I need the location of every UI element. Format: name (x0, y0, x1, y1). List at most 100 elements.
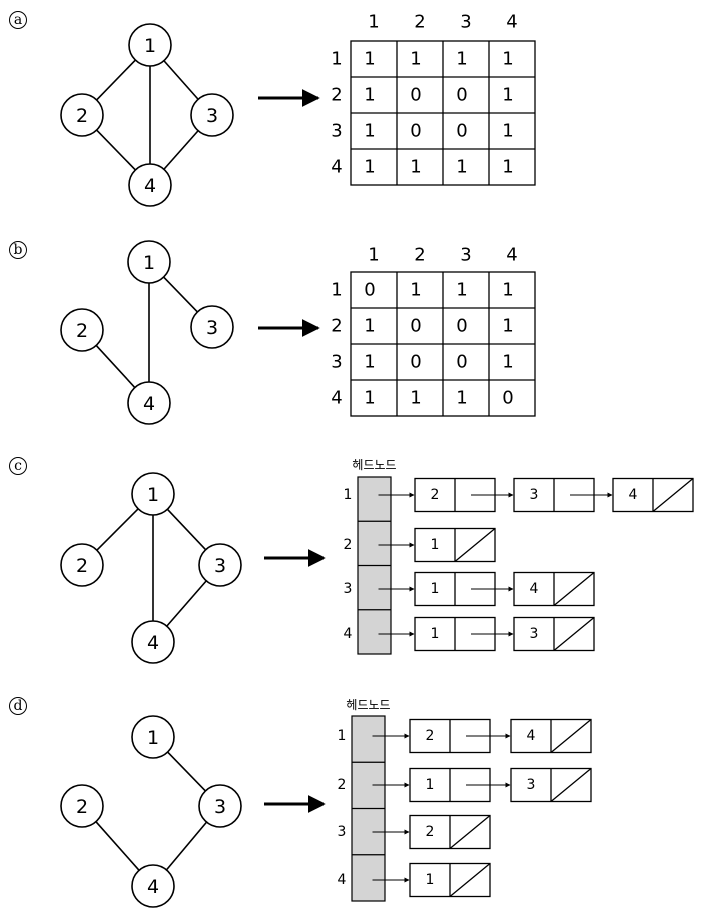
matrix-cell: 1 (410, 157, 421, 178)
node-circle (198, 784, 242, 828)
panel-marker-circle (9, 241, 27, 259)
graph-node-1: 1 (131, 715, 175, 759)
panel-marker-label: a (14, 12, 22, 28)
edge-1-3 (163, 276, 198, 313)
list-row-label: 4 (338, 872, 347, 888)
matrix-cell: 0 (456, 85, 467, 106)
matrix-cell: 1 (456, 49, 467, 70)
graph: 1 2 3 4 (60, 23, 234, 207)
panel-marker: c (9, 457, 27, 475)
panel-marker-circle (9, 457, 27, 475)
list-node-value: 3 (530, 487, 539, 503)
node-label: 2 (76, 320, 88, 342)
list-node-value: 3 (527, 777, 536, 793)
matrix-row-header: 2 (331, 85, 342, 106)
graph-node-2: 2 (60, 543, 104, 587)
matrix-cell: 1 (456, 280, 467, 301)
graph-node-4: 4 (131, 620, 175, 664)
node-circle (60, 308, 104, 352)
node-circle (190, 305, 234, 349)
matrix-col-header: 3 (460, 245, 471, 266)
node-label: 2 (76, 555, 88, 577)
matrix-cell: 1 (364, 316, 375, 337)
matrix-cell: 1 (502, 85, 513, 106)
matrix-cell: 1 (456, 157, 467, 178)
null-pointer-slash (449, 814, 491, 850)
panel-marker: a (9, 11, 27, 29)
list-node: 2 (409, 718, 511, 754)
matrix-cell: 1 (364, 85, 375, 106)
panel-marker-label: d (14, 698, 23, 714)
node-circle (60, 543, 104, 587)
node-label: 4 (147, 632, 159, 654)
node-circle (60, 93, 104, 137)
edge-3-4 (163, 130, 199, 170)
edge-3-4 (166, 580, 207, 627)
list-node-value: 1 (431, 581, 440, 597)
list-node-value: 4 (629, 487, 638, 503)
list-node-value: 4 (530, 581, 539, 597)
list-node-value: 2 (426, 728, 435, 744)
null-pointer-slash (449, 862, 491, 898)
panel-marker-label: b (14, 242, 23, 258)
matrix-cell: 1 (364, 157, 375, 178)
edge-1-2 (96, 508, 139, 551)
edge-1-2 (96, 59, 136, 101)
list-node: 2 (409, 814, 491, 850)
graph-node-3: 3 (198, 784, 242, 828)
matrix-cell: 1 (364, 121, 375, 142)
list-node: 4 (612, 477, 694, 513)
node-circle (128, 163, 172, 207)
edge-2-4 (95, 344, 136, 389)
matrix-cell: 1 (502, 49, 513, 70)
edge-3-4 (165, 821, 208, 871)
matrix-cell: 0 (410, 121, 421, 142)
matrix-cell: 1 (364, 49, 375, 70)
matrix-row-header: 1 (331, 280, 342, 301)
head-node-label: 헤드노드 (352, 458, 396, 472)
list-node: 3 (513, 477, 613, 513)
matrix-cell: 0 (364, 280, 375, 301)
matrix-row-header: 3 (331, 121, 342, 142)
graph-node-1: 1 (128, 23, 172, 67)
matrix-cell: 0 (410, 352, 421, 373)
graph-node-4: 4 (128, 163, 172, 207)
matrix-cell: 1 (410, 280, 421, 301)
edge-2-4 (95, 821, 140, 871)
node-label: 1 (147, 727, 159, 749)
matrix-cell: 1 (502, 316, 513, 337)
graph-node-2: 2 (60, 308, 104, 352)
matrix-cell: 1 (410, 388, 421, 409)
matrix-col-header: 2 (414, 245, 425, 266)
panel-marker: d (9, 697, 27, 715)
list-node-value: 2 (431, 487, 440, 503)
list-node-value: 4 (527, 728, 536, 744)
null-pointer-slash (550, 718, 592, 754)
matrix-col-header: 4 (506, 245, 517, 266)
node-label: 4 (144, 175, 156, 197)
matrix-row-header: 2 (331, 316, 342, 337)
node-label: 2 (76, 105, 88, 127)
list-node: 4 (510, 718, 592, 754)
node-circle (190, 93, 234, 137)
graph-node-3: 3 (190, 93, 234, 137)
node-label: 1 (147, 484, 159, 506)
list-row-label: 1 (338, 728, 347, 744)
list-node-value: 1 (431, 537, 440, 553)
matrix-col-header: 1 (368, 12, 379, 33)
list-node-value: 2 (426, 824, 435, 840)
node-label: 4 (147, 876, 159, 898)
matrix-cell: 1 (456, 388, 467, 409)
matrix-col-header: 2 (414, 12, 425, 33)
matrix-col-header: 1 (368, 245, 379, 266)
matrix-col-header: 3 (460, 12, 471, 33)
list-node: 1 (409, 862, 491, 898)
list-row-label: 3 (338, 824, 347, 840)
